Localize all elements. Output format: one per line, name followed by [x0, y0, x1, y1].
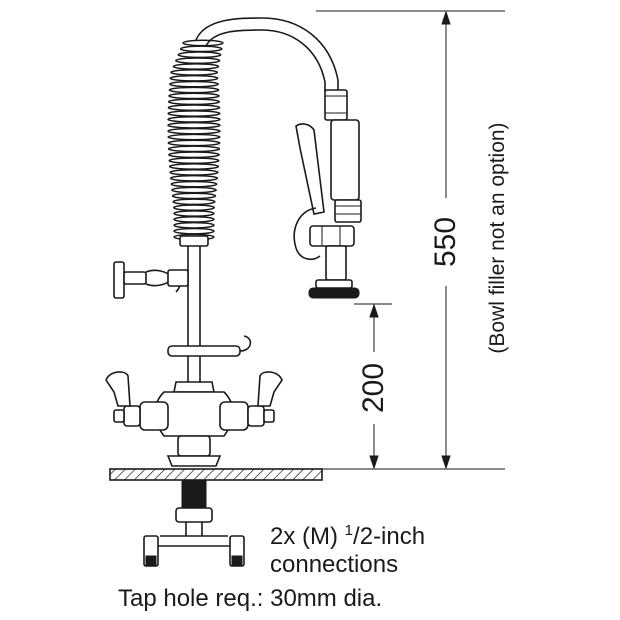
spring-turn [172, 63, 220, 70]
hose [195, 17, 339, 92]
spring-turn [171, 192, 217, 200]
countertop [109, 468, 323, 481]
spring-turn [169, 168, 219, 176]
dimension-lines [316, 10, 505, 470]
spring-turn [167, 133, 221, 141]
lever-handles [105, 371, 283, 407]
spring-turn [182, 39, 224, 47]
bowl-filler-note: (Bowl filler not an option) [486, 122, 509, 353]
wall-bracket [113, 261, 189, 299]
spring-turn [170, 68, 219, 76]
spring-turn [169, 174, 219, 182]
spring-turn [167, 98, 221, 106]
dimension-550-label: 550 [429, 217, 462, 267]
spring-turn [167, 127, 221, 135]
spring-turn [174, 57, 221, 64]
spring-turn [167, 110, 221, 117]
spring-turn [168, 151, 220, 159]
spring-turn [167, 145, 221, 153]
spring-turn [173, 216, 215, 223]
spring-turn [169, 74, 219, 82]
spring-collar [179, 235, 209, 247]
spring-turn [167, 139, 221, 147]
spring-turn [173, 204, 215, 212]
connections-line2: connections [270, 551, 398, 578]
spring-turn [170, 180, 218, 188]
spring-coil [167, 39, 224, 247]
mixer-body [113, 381, 275, 467]
spring-turn [173, 210, 215, 217]
spring-turn [168, 86, 220, 94]
spring-turn [168, 92, 220, 100]
spring-turn [177, 51, 222, 59]
hook-bracket [167, 335, 252, 357]
spring-turn [167, 121, 221, 129]
dimension-200-label: 200 [357, 363, 390, 413]
spring-turn [168, 157, 220, 164]
spring-turn [168, 163, 220, 170]
tap-hole-requirement: Tap hole req.: 30mm dia. [118, 585, 382, 612]
spray-valve [293, 89, 362, 299]
connections-line1: 2x (M) 1/2-inch [270, 522, 425, 550]
spring-turn [171, 186, 217, 194]
spring-turn [167, 104, 221, 112]
spring-turn [172, 198, 216, 206]
spring-turn [167, 116, 221, 123]
spring-turn [179, 45, 223, 53]
spring-turn [173, 227, 215, 235]
spring-turn [173, 221, 215, 229]
under-counter-connections [143, 479, 245, 567]
spring-turn [169, 80, 219, 88]
